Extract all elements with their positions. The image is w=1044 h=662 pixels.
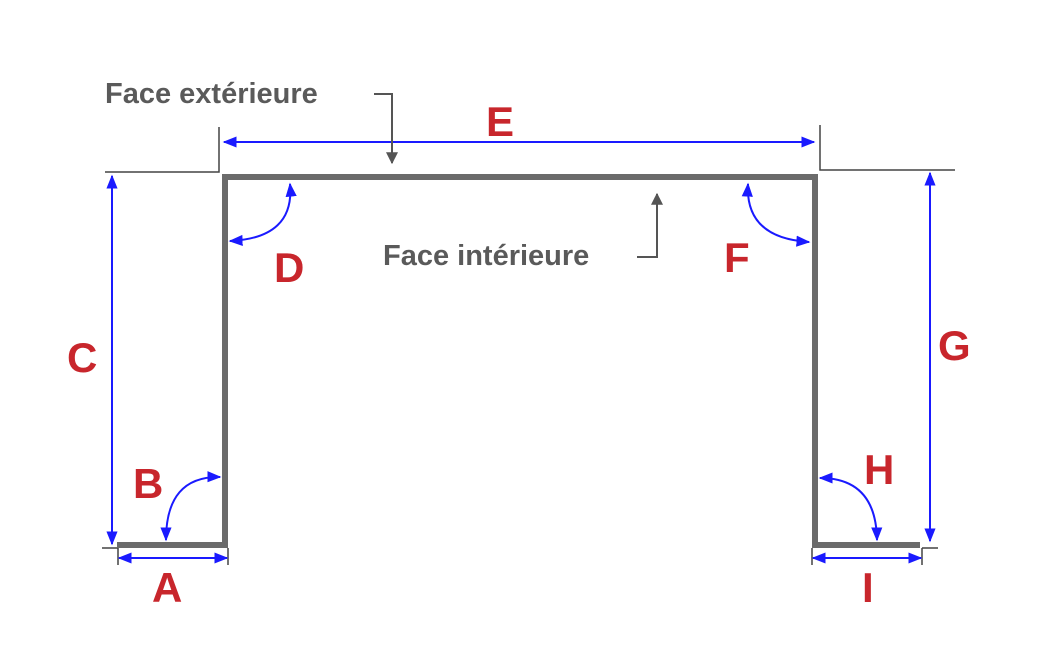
label-I: I — [862, 564, 874, 611]
label-D: D — [274, 244, 304, 291]
inner-face-label: Face intérieure — [383, 240, 589, 272]
label-H: H — [864, 446, 894, 493]
outer-face-leader — [374, 93, 398, 165]
angle-B — [160, 471, 222, 542]
label-A: A — [152, 564, 182, 611]
label-E: E — [486, 98, 514, 145]
outer-face-label: Face extérieure — [105, 78, 318, 110]
inner-face-leader — [637, 192, 663, 258]
reference-lines — [102, 125, 955, 565]
angle-F — [741, 182, 811, 247]
profile-outline — [117, 174, 920, 548]
angle-H — [818, 472, 883, 542]
label-B: B — [133, 460, 163, 507]
label-F: F — [724, 234, 750, 281]
label-G: G — [938, 322, 971, 369]
angle-D — [228, 182, 297, 247]
label-C: C — [67, 334, 97, 381]
dimension-arrows — [106, 136, 936, 564]
